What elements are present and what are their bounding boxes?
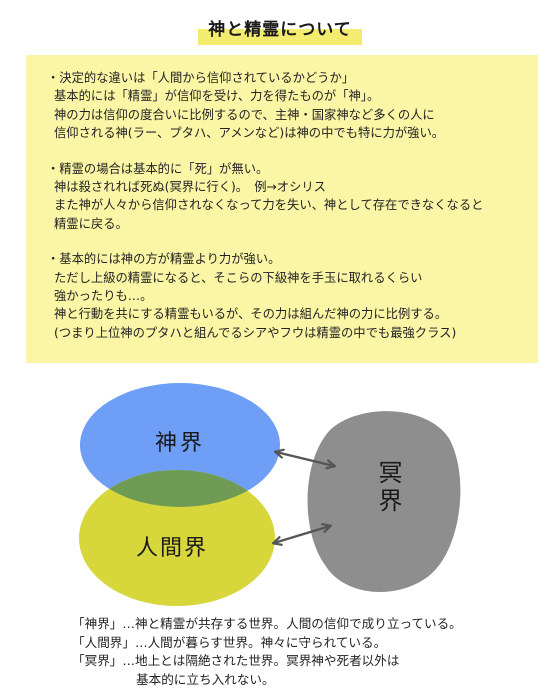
arrow-ningenkai-meikai	[274, 526, 330, 543]
paragraph-2: ・精霊の場合は基本的に「死」が無い。 神は殺されれば死ぬ(冥界に行く)。 例→オ…	[47, 160, 524, 234]
note-line: ただし上級の精霊になると、そこらの下級神を手玉に取れるくらい	[54, 270, 423, 285]
note-line: 信仰される神(ラー、プタハ、アメンなど)は神の中でも特に力が強い。	[54, 126, 445, 141]
note-line: ・決定的な違いは「人間から信仰されているかどうか」	[47, 71, 355, 85]
note-line: また神が人々から信仰されなくなって力を失い、神として存在できなくなると	[54, 198, 484, 213]
note-line: 神の力は信仰の度合いに比例するので、主神・国家神など多くの人に	[54, 107, 435, 122]
legend-ningenkai: 「人間界」…人間が暮らす世界。神々に守られている。	[72, 634, 387, 650]
explanation-note: ・決定的な違いは「人間から信仰されているかどうか」 基本的には「精霊」が信仰を受…	[26, 55, 538, 363]
note-line: (つまり上位神のプタハと組んでるシアやフウは精霊の中でも最強クラス)	[54, 325, 457, 340]
ningenkai-circle	[79, 470, 275, 606]
page-title: 神と精霊について	[198, 12, 362, 45]
meikai-circle	[307, 411, 461, 592]
legend-meikai: 「冥界」…地上とは隔絶された世界。冥界神や死者以外は	[72, 653, 400, 669]
legend: 「神界」…神と精霊が共存する世界。人間の信仰で成り立っている。 「人間界」…人間…	[72, 615, 532, 689]
note-line: ・精霊の場合は基本的に「死」が無い。	[47, 161, 269, 176]
meikai-label: 冥界	[374, 460, 402, 516]
arrow-kamikai-meikai	[276, 452, 334, 466]
world-diagram: 神界 人間界 冥界	[79, 383, 461, 606]
legend-meikai-cont: 基本的に立ち入れない。	[136, 671, 275, 687]
title-area: 神と精霊について	[0, 12, 560, 45]
note-line: 神と行動を共にする精霊もいるが、その力は組んだ神の力に比例する。	[54, 307, 448, 322]
note-line: ・基本的には神の方が精霊より力が強い。	[47, 252, 281, 267]
note-line: 基本的には「精霊」が信仰を受け、力を得たものが「神」。	[54, 89, 380, 104]
note-line: 精霊に戻る。	[54, 216, 128, 231]
paragraph-1: ・決定的な違いは「人間から信仰されているかどうか」 基本的には「精霊」が信仰を受…	[47, 69, 524, 143]
legend-kamikai: 「神界」…神と精霊が共存する世界。人間の信仰で成り立っている。	[72, 616, 462, 631]
kamikai-circle	[80, 383, 280, 507]
note-line: 強かったりも…。	[54, 289, 153, 304]
ningenkai-label: 人間界	[136, 536, 208, 561]
note-line: 神は殺されれば死ぬ(冥界に行く)。 例→オシリス	[54, 180, 326, 195]
kamikai-label: 神界	[155, 431, 205, 456]
paragraph-3: ・基本的には神の方が精霊より力が強い。 ただし上級の精霊になると、そこらの下級神…	[47, 250, 524, 342]
